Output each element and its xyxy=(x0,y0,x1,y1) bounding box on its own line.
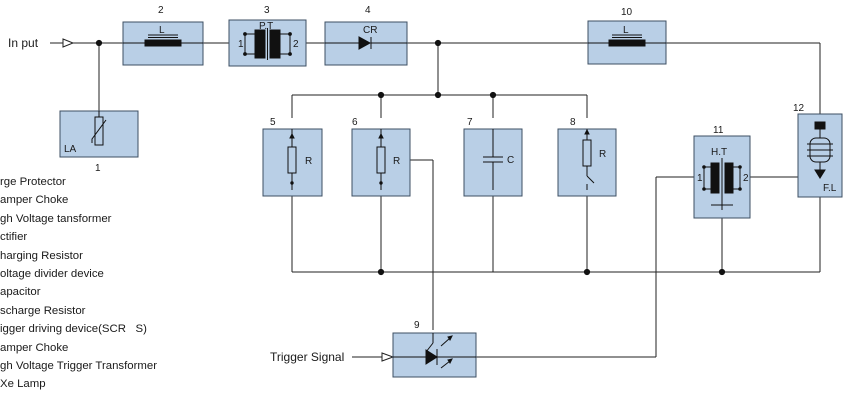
block-8-number: 8 xyxy=(570,117,576,128)
cr-label: CR xyxy=(363,25,377,36)
ht-pin-2: 2 xyxy=(743,173,749,184)
c7-label: C xyxy=(507,155,514,166)
block-1-surge-protector: LA xyxy=(59,110,139,158)
block-2-number: 2 xyxy=(158,5,164,16)
block-10-damper-choke: L xyxy=(587,20,667,65)
block-2-damper-choke: L xyxy=(122,21,204,66)
wiring xyxy=(50,38,821,362)
block-7-capacitor: C xyxy=(463,128,523,197)
pt-pin-2: 2 xyxy=(293,39,299,50)
la-label: LA xyxy=(64,144,77,155)
legend-item: scharge Resistor xyxy=(0,304,86,317)
block-8-discharge-resistor: R xyxy=(557,128,617,197)
block-5-number: 5 xyxy=(270,117,276,128)
legend-item: Xe Lamp xyxy=(0,378,46,391)
block-7-number: 7 xyxy=(467,117,473,128)
block-1-number: 1 xyxy=(95,163,101,174)
block-4-number: 4 xyxy=(365,5,371,16)
r8-label: R xyxy=(599,149,606,160)
ht-label: H.T xyxy=(711,147,727,158)
block-5-charging-resistor: R xyxy=(262,128,323,197)
legend-item: harging Resistor xyxy=(0,249,83,262)
l10-label: L xyxy=(623,25,629,36)
block-3-transformer: P.T 1 2 xyxy=(228,19,307,67)
fl-label: F.L xyxy=(823,183,837,194)
block-9-number: 9 xyxy=(414,320,420,331)
circuit-diagram: In put Trigger Signal LA 1 L 2 P.T xyxy=(8,5,843,378)
r5-label: R xyxy=(305,156,312,167)
block-6-number: 6 xyxy=(352,117,358,128)
junction-dots xyxy=(95,39,726,276)
block-11-trigger-transformer: H.T 1 2 xyxy=(693,135,751,219)
block-12-flash-lamp: F.L xyxy=(797,113,843,198)
legend-item: ctifier xyxy=(0,231,28,244)
r6-label: R xyxy=(393,156,400,167)
component-legend: rge Protector amper Choke gh Voltage tan… xyxy=(0,173,157,394)
pt-pin-1: 1 xyxy=(238,39,244,50)
block-9-scr-trigger xyxy=(392,332,477,378)
ht-pin-1: 1 xyxy=(697,173,703,184)
legend-item: oltage divider device xyxy=(0,267,104,280)
legend-item: rge Protector xyxy=(0,176,66,188)
legend-item: gh Voltage Trigger Transformer xyxy=(0,359,158,372)
block-4-rectifier: CR xyxy=(324,21,408,66)
trigger-signal-label: Trigger Signal xyxy=(270,350,344,364)
input-label: In put xyxy=(8,36,39,50)
legend-item: apacitor xyxy=(0,286,41,299)
legend-item: amper Choke xyxy=(0,341,69,354)
block-11-number: 11 xyxy=(713,125,724,136)
block-6-voltage-divider: R xyxy=(351,128,411,197)
legend-item: gh Voltage tansformer xyxy=(0,212,112,225)
legend-item: amper Choke xyxy=(0,194,69,207)
pt-label: P.T xyxy=(259,21,273,32)
legend-item: igger driving device(SCR S) xyxy=(0,323,147,336)
block-10-number: 10 xyxy=(621,7,633,18)
block-12-number: 12 xyxy=(793,103,805,114)
block-3-number: 3 xyxy=(264,5,270,16)
l1-label: L xyxy=(159,25,165,36)
